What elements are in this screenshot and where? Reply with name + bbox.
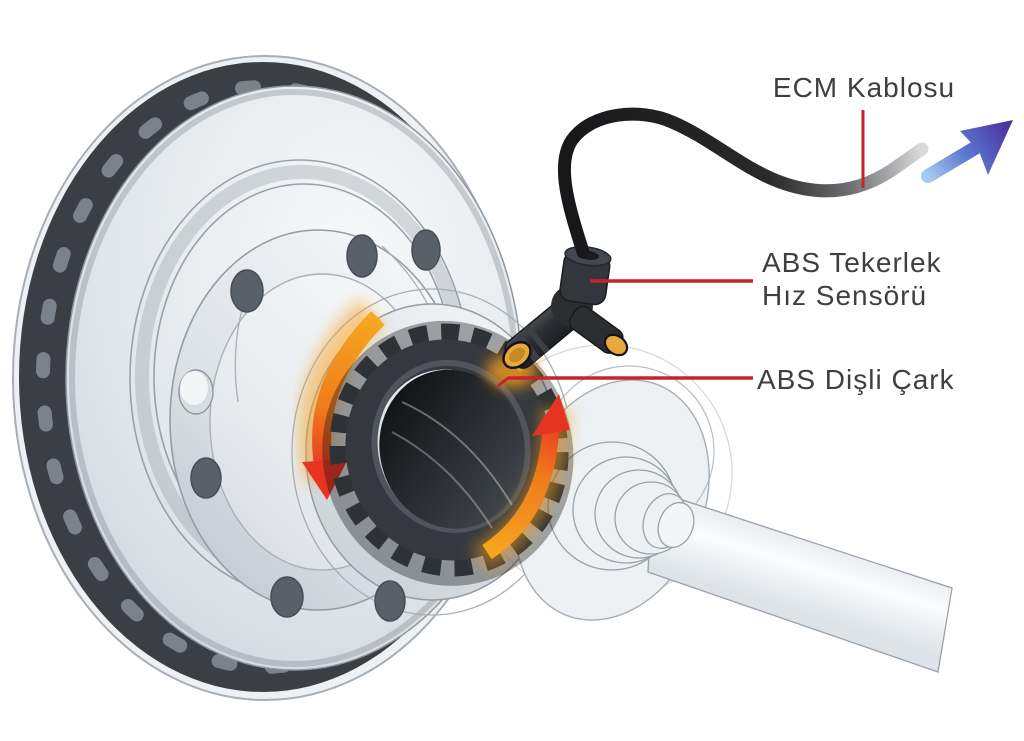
ghost-line-over-bore (391, 431, 493, 529)
rotation-arrowhead-right (532, 394, 570, 436)
hub-stud (178, 369, 214, 415)
hub-lug-holes (190, 229, 441, 622)
label-wheel-speed-sensor: ABS Tekerlek Hız Sensörü (762, 246, 942, 312)
leader-tick-tone-ring (497, 376, 509, 388)
ecm-arrowhead (960, 120, 1013, 175)
sensor-tip-core (509, 347, 525, 363)
abs-wheel-speed-sensor (502, 245, 629, 370)
label-wheel-speed-sensor-line1: ABS Tekerlek (762, 247, 942, 278)
rotation-arrow-left-body (312, 311, 385, 470)
label-ecm-cable: ECM Kablosu (772, 72, 956, 103)
tone-ring-bore (379, 369, 525, 529)
tone-ring-body (345, 339, 553, 561)
ecm-direction-arrow (921, 120, 1013, 183)
rotation-arrow-right (471, 394, 571, 573)
cv-boot-folds (547, 441, 695, 571)
rotation-arrow-left (298, 298, 385, 500)
sensor-probe-collar (524, 324, 550, 354)
rotation-arrowhead-left (302, 459, 348, 500)
ecm-arrow-shaft (921, 141, 982, 183)
label-tone-ring: ABS Dişli Çark (757, 364, 955, 395)
ghost-line-over-bore (401, 401, 513, 506)
leader-lines (497, 110, 865, 388)
sensor-prong-tip (603, 333, 629, 357)
tone-ring-inner-edge (371, 359, 531, 533)
ecm-cable (557, 107, 929, 259)
label-wheel-speed-sensor-line2: Hız Sensörü (762, 280, 928, 311)
rotation-arrow-right-body (482, 423, 560, 560)
